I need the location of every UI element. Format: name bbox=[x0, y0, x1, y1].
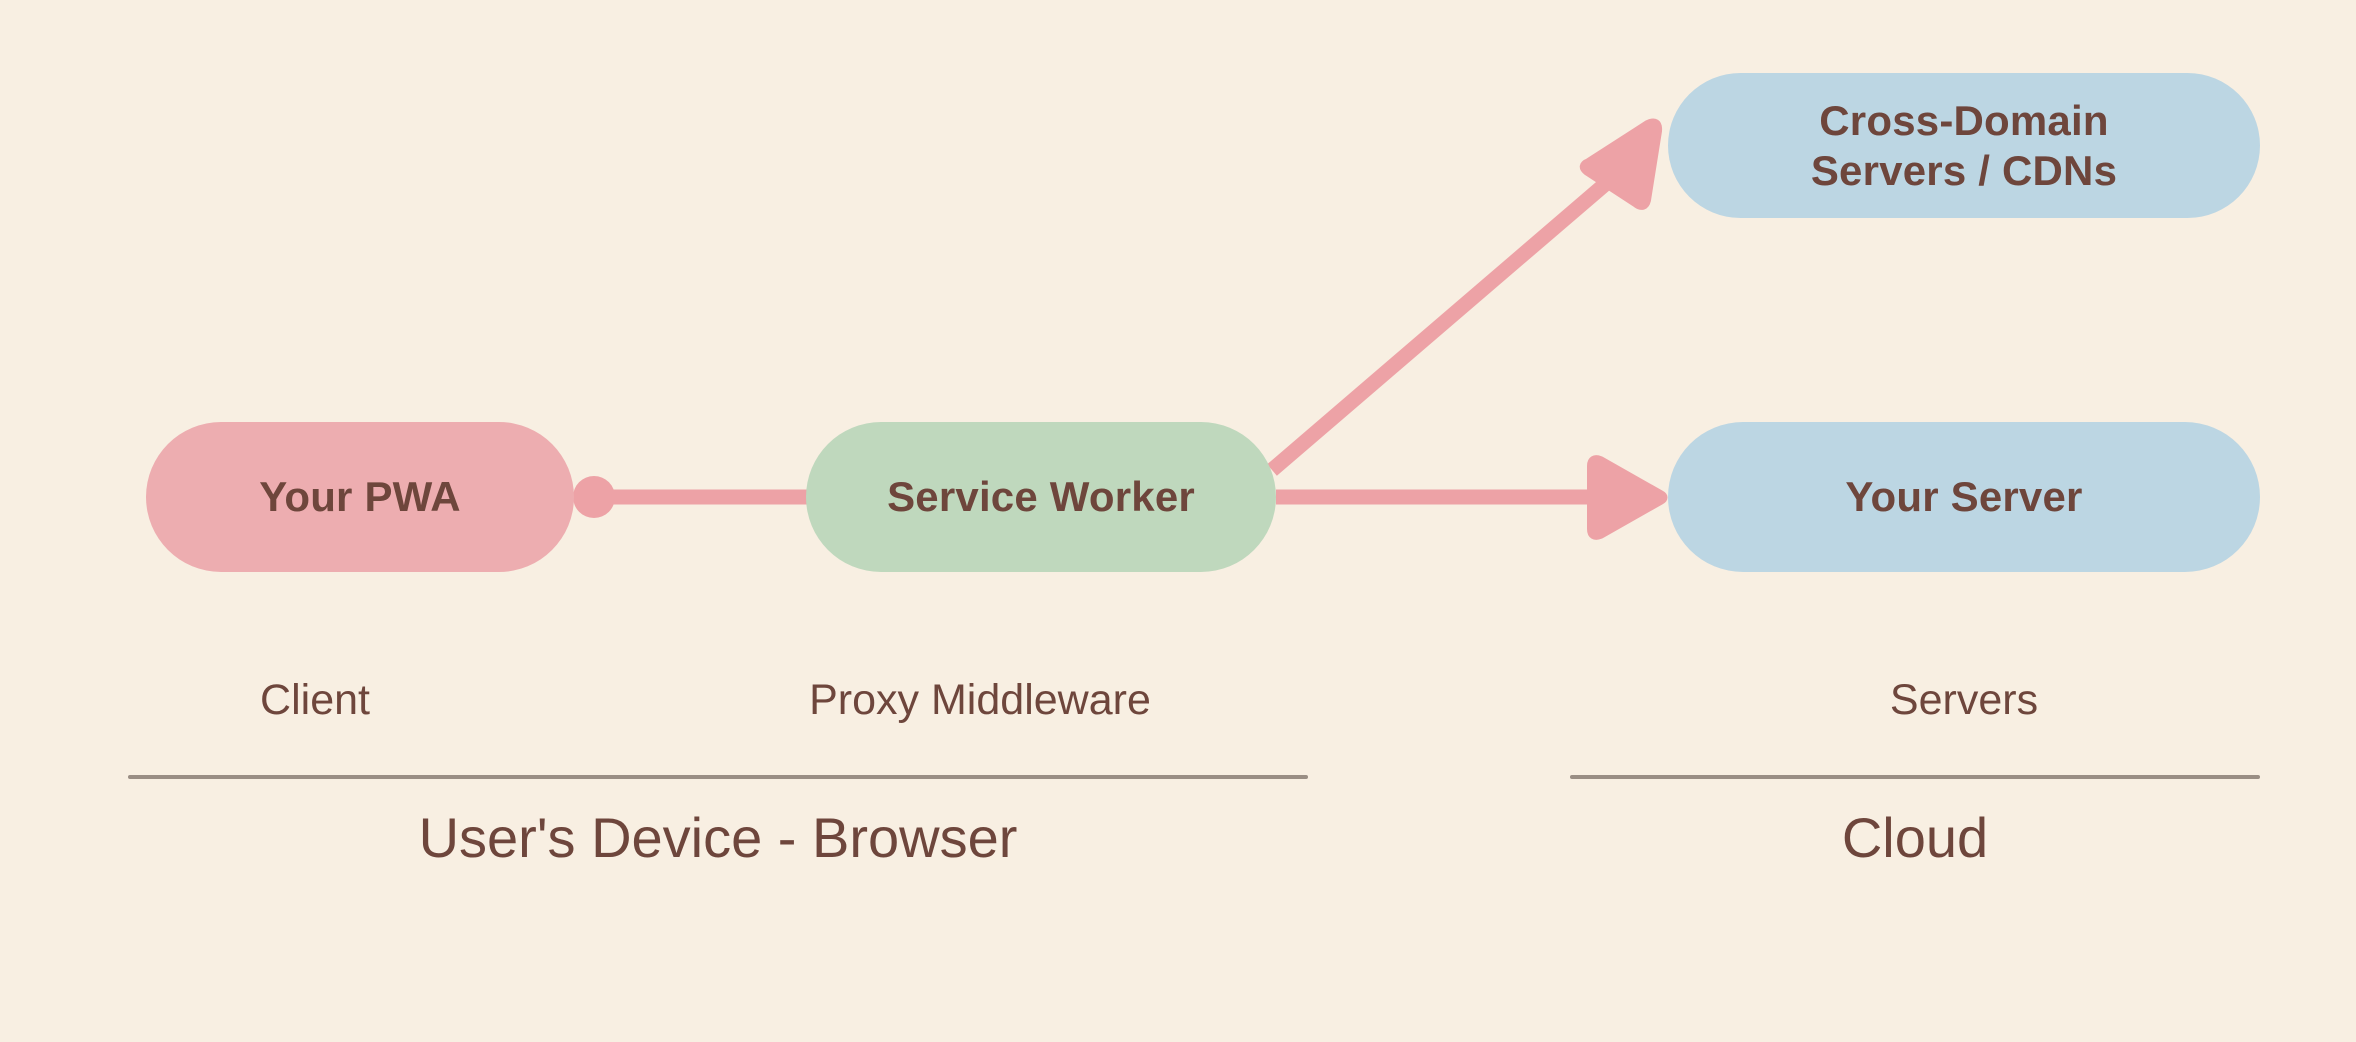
connector-line-sw-cdn bbox=[1267, 174, 1615, 476]
node-your-pwa-label: Your PWA bbox=[259, 473, 461, 521]
node-your-pwa[interactable]: Your PWA bbox=[146, 422, 574, 572]
divider-right-zone bbox=[1570, 775, 2260, 779]
divider-left-zone bbox=[128, 775, 1308, 779]
node-cross-domain-label: Cross-Domain Servers / CDNs bbox=[1811, 96, 2117, 195]
connector-pwa-to-service-worker bbox=[573, 476, 830, 518]
node-cross-domain-label-line1: Cross-Domain bbox=[1819, 96, 2109, 144]
node-your-server[interactable]: Your Server bbox=[1668, 422, 2260, 572]
zone-sublabel-client: Client bbox=[260, 676, 370, 724]
zone-sublabel-servers: Servers bbox=[1889, 676, 2039, 724]
connector-service-worker-to-your-server bbox=[1276, 455, 1668, 540]
arrowhead-icon-your-server bbox=[1587, 455, 1668, 540]
connector-dot-pwa bbox=[573, 476, 615, 518]
node-your-server-label: Your Server bbox=[1845, 473, 2083, 521]
zone-sublabel-proxy-middleware: Proxy Middleware bbox=[809, 676, 1151, 724]
connector-service-worker-to-cross-domain bbox=[1267, 118, 1663, 476]
zone-title-users-device-browser: User's Device - Browser bbox=[418, 806, 1018, 869]
node-cross-domain-servers[interactable]: Cross-Domain Servers / CDNs bbox=[1668, 73, 2260, 218]
node-service-worker[interactable]: Service Worker bbox=[806, 422, 1276, 572]
arrowhead-icon-cross-domain bbox=[1579, 118, 1663, 210]
zone-title-cloud: Cloud bbox=[1841, 806, 1989, 869]
node-service-worker-label: Service Worker bbox=[887, 473, 1195, 521]
node-cross-domain-label-line2: Servers / CDNs bbox=[1810, 146, 2118, 194]
